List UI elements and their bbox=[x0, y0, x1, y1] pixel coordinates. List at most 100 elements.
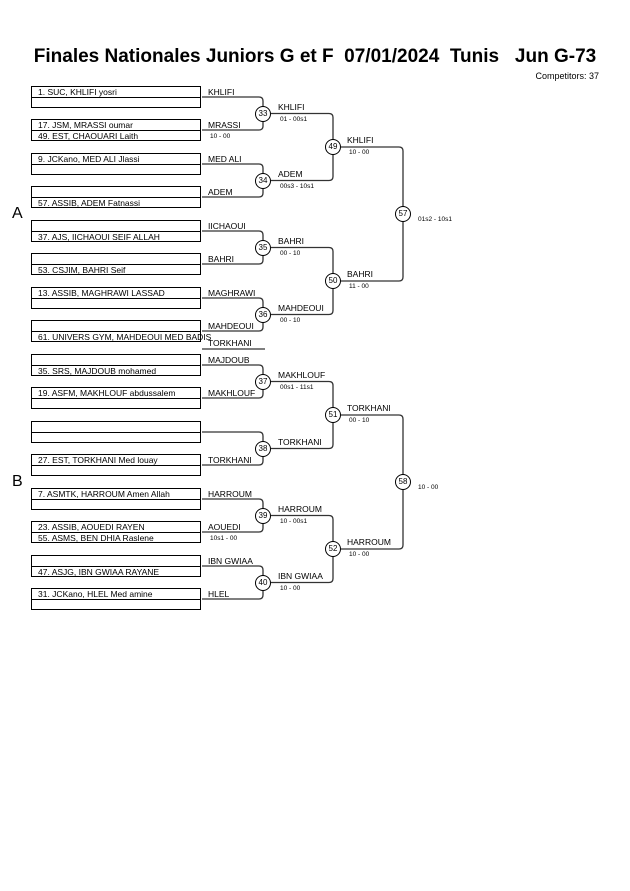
competitor-name[interactable] bbox=[32, 98, 200, 109]
match-score: 10 - 00 bbox=[280, 584, 301, 592]
competitor-name[interactable] bbox=[32, 165, 200, 176]
final-connector bbox=[341, 414, 404, 550]
match-number-circle: 33 bbox=[255, 105, 271, 122]
competitor-name[interactable] bbox=[32, 433, 200, 444]
competitor-name[interactable] bbox=[32, 355, 200, 366]
competitor-name[interactable]: 13. ASSIB, MAGHRAWI LASSAD bbox=[32, 288, 200, 299]
match-number-circle: 49 bbox=[325, 139, 341, 155]
match-score: 10 - 00s1 bbox=[280, 517, 308, 525]
competitor-name[interactable]: 35. SRS, MAJDOUB mohamed bbox=[38, 366, 157, 376]
competitor-name[interactable] bbox=[32, 600, 200, 611]
match-winner: HARROUM bbox=[347, 537, 391, 547]
competitor-name[interactable]: 57. ASSIB, ADEM Fatnassi bbox=[38, 198, 141, 208]
entry-box: 31. JCKano, HLEL Med amine bbox=[31, 588, 201, 610]
competitor-name[interactable]: 23. ASSIB, AOUEDI RAYEN bbox=[32, 522, 200, 533]
competitor-name[interactable]: 47. ASJG, IBN GWIAA RAYANE bbox=[38, 567, 160, 577]
competitor-name[interactable] bbox=[32, 399, 200, 410]
page-title: Finales Nationales Juniors G et F 07/01/… bbox=[33, 46, 597, 67]
bottom-winner-label: MAHDEOUI bbox=[208, 321, 254, 331]
entry-box: 37. AJS, IICHAOUI SEIF ALLAH bbox=[31, 220, 201, 242]
match-number-circle: 35 bbox=[255, 239, 271, 256]
competitor-name[interactable]: 61. UNIVERS GYM, MAHDEOUI MED BADIS bbox=[38, 332, 212, 342]
competitor-name[interactable]: 17. JSM, MRASSI oumar bbox=[32, 120, 200, 131]
bottom-score: 10s1 - 00 bbox=[210, 535, 238, 542]
top-winner-label: IICHAOUI bbox=[208, 221, 246, 231]
match-number-circle: 50 bbox=[325, 273, 341, 289]
match-score: 10 - 00 bbox=[349, 149, 370, 156]
competitor-name[interactable]: 19. ASFM, MAKHLOUF abdussalem bbox=[32, 388, 200, 399]
top-winner-label: MED ALI bbox=[208, 154, 242, 164]
entry-box: 61. UNIVERS GYM, MAHDEOUI MED BADIS bbox=[31, 320, 212, 342]
top-winner-label: MAJDOUB bbox=[208, 355, 250, 365]
entry-box: 47. ASJG, IBN GWIAA RAYANE bbox=[31, 555, 201, 577]
bottom-winner-label: MAKHLOUF bbox=[208, 388, 256, 398]
top-winner-label: MAGHRAWI bbox=[208, 288, 256, 298]
match-winner: BAHRI bbox=[278, 235, 304, 246]
match-score: 00 - 10 bbox=[349, 417, 370, 424]
competitor-name[interactable] bbox=[32, 321, 200, 332]
entry-box: 27. EST, TORKHANI Med louay bbox=[31, 454, 201, 476]
competitor-name[interactable]: 53. CSJIM, BAHRI Seif bbox=[38, 265, 126, 275]
extra-label: TORKHANI bbox=[208, 338, 252, 348]
bottom-winner-label: BAHRI bbox=[208, 254, 234, 264]
match-score: 01 - 00s1 bbox=[280, 115, 308, 123]
bottom-winner-label: ADEM bbox=[208, 187, 233, 197]
bottom-winner-label: HLEL bbox=[208, 589, 230, 599]
competitor-name[interactable] bbox=[32, 221, 200, 232]
competitor-name[interactable] bbox=[32, 187, 200, 198]
match-number-circle: 36 bbox=[255, 306, 271, 323]
match-winner: TORKHANI bbox=[278, 436, 322, 447]
entry-box: 53. CSJIM, BAHRI Seif bbox=[31, 253, 201, 275]
competitor-name[interactable]: 31. JCKano, HLEL Med amine bbox=[32, 589, 200, 600]
match-winner: IBN GWIAA bbox=[278, 570, 323, 581]
bottom-winner-label: TORKHANI bbox=[208, 455, 252, 465]
bottom-winner-label: MRASSI bbox=[208, 120, 241, 130]
entry-box: 57. ASSIB, ADEM Fatnassi bbox=[31, 186, 201, 208]
entry-box: 13. ASSIB, MAGHRAWI LASSAD bbox=[31, 287, 201, 309]
competitor-name[interactable]: 27. EST, TORKHANI Med louay bbox=[32, 455, 200, 466]
pool-a-label: A bbox=[12, 205, 23, 222]
entry-box: 7. ASMTK, HARROUM Amen Allah bbox=[31, 488, 201, 510]
competitor-name[interactable] bbox=[32, 299, 200, 310]
competitor-name[interactable]: 49. EST, CHAOUARI Laith bbox=[38, 131, 139, 141]
competitor-name[interactable]: 9. JCKano, MED ALI Jlassi bbox=[32, 154, 200, 165]
match-winner: TORKHANI bbox=[347, 403, 391, 413]
competitor-name[interactable] bbox=[32, 466, 200, 477]
match-score: 11 - 00 bbox=[349, 283, 369, 290]
competitor-name[interactable]: 1. SUC, KHLIFI yosri bbox=[32, 87, 200, 98]
match-winner: BAHRI bbox=[347, 269, 373, 279]
match-winner: MAHDEOUI bbox=[278, 302, 324, 313]
competitor-name[interactable] bbox=[32, 500, 200, 511]
top-winner-label: HARROUM bbox=[208, 489, 252, 499]
top-winner-label: IBN GWIAA bbox=[208, 556, 253, 566]
competitor-name[interactable]: 37. AJS, IICHAOUI SEIF ALLAH bbox=[38, 232, 160, 242]
competitor-name[interactable]: 55. ASMS, BEN DHIA Raslene bbox=[38, 533, 154, 543]
competitor-name[interactable] bbox=[32, 422, 200, 433]
final-connector bbox=[341, 146, 404, 282]
match-number-circle: 38 bbox=[255, 440, 271, 457]
top-winner-label: KHLIFI bbox=[208, 87, 235, 97]
match-number-circle: 37 bbox=[255, 373, 271, 390]
entry-box bbox=[31, 421, 201, 443]
match-winner: HARROUM bbox=[278, 503, 322, 514]
entry-box: 9. JCKano, MED ALI Jlassi bbox=[31, 153, 201, 175]
competitors-count: Competitors: 37 bbox=[535, 71, 599, 81]
match-winner: KHLIFI bbox=[347, 135, 374, 145]
match-winner: MAKHLOUF bbox=[278, 369, 326, 380]
match-winner: ADEM bbox=[278, 168, 303, 179]
match-score: 10 - 00 bbox=[349, 551, 370, 558]
competitor-name[interactable]: 7. ASMTK, HARROUM Amen Allah bbox=[32, 489, 200, 500]
match-number-circle: 34 bbox=[255, 172, 271, 189]
match-score: 00 - 10 bbox=[280, 249, 301, 257]
competitor-name[interactable] bbox=[32, 556, 200, 567]
entry-box: 35. SRS, MAJDOUB mohamed bbox=[31, 354, 201, 376]
competitor-name[interactable] bbox=[32, 254, 200, 265]
pool-b-label: B bbox=[12, 473, 23, 490]
match-score: 00s3 - 10s1 bbox=[280, 182, 314, 190]
entry-box: 1. SUC, KHLIFI yosri bbox=[31, 86, 201, 108]
match-score: 00s1 - 11s1 bbox=[280, 383, 314, 391]
match-number-circle: 57 bbox=[395, 206, 411, 222]
